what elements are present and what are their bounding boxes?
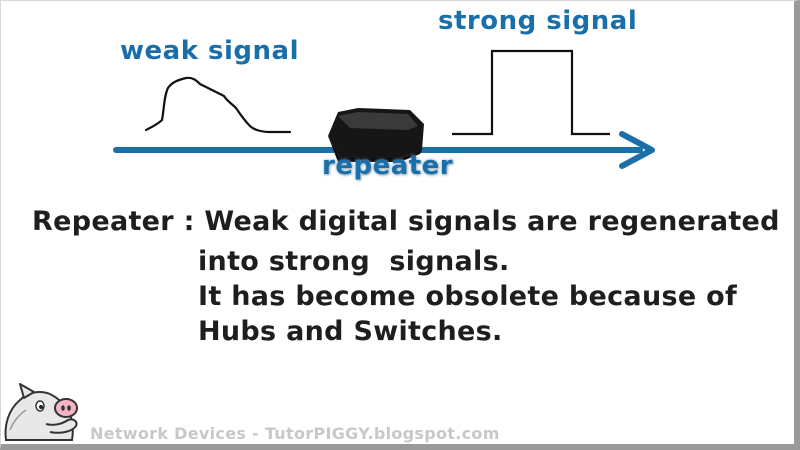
repeater-label: repeater (322, 151, 453, 181)
footer-credit: Network Devices - TutorPIGGY.blogspot.co… (90, 424, 500, 443)
description-line-4: Hubs and Switches. (198, 316, 503, 347)
description-line-3: It has become obsolete because of (198, 281, 737, 312)
piggy-mascot-icon (0, 380, 90, 444)
strong-signal-label: strong signal (438, 6, 637, 36)
description-line-1: Repeater : Weak digital signals are rege… (32, 206, 780, 237)
weak-signal-label: weak signal (120, 36, 299, 66)
description-line-2: into strong signals. (198, 246, 510, 277)
weak-signal-wave (146, 78, 290, 132)
strong-signal-wave (452, 51, 610, 134)
